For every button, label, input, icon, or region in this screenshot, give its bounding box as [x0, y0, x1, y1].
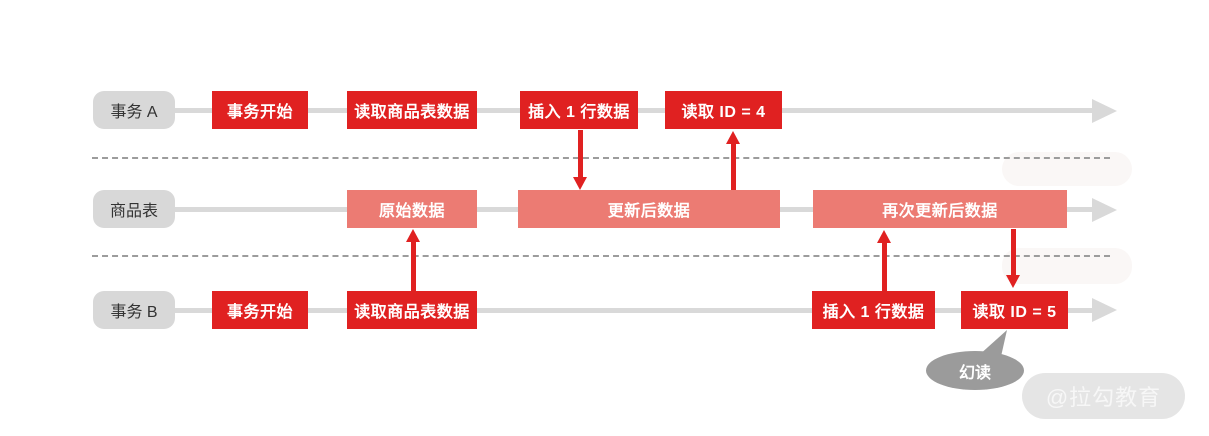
arrow-down-icon	[573, 177, 587, 190]
lane-b-arrowhead-icon	[1092, 298, 1117, 322]
box-txn-b-read-table: 读取商品表数据	[347, 291, 477, 329]
lane-label-transaction-a: 事务 A	[93, 91, 175, 129]
lane-label-transaction-b: 事务 B	[93, 291, 175, 329]
arrow-up-icon	[406, 229, 420, 242]
table-arrowhead-icon	[1092, 198, 1117, 222]
box-txn-b-begin: 事务开始	[212, 291, 308, 329]
phantom-read-callout: 幻读	[926, 351, 1024, 390]
separator-dashed-top	[92, 157, 1110, 159]
box-txn-a-read-table: 读取商品表数据	[347, 91, 477, 129]
arrow-a-insert-to-table	[578, 130, 583, 178]
box-table-updated-data: 更新后数据	[518, 190, 780, 228]
box-txn-b-read-id-5: 读取 ID = 5	[961, 291, 1068, 329]
arrow-up-icon	[726, 131, 740, 144]
box-txn-a-insert-row: 插入 1 行数据	[520, 91, 638, 129]
arrow-up-icon	[877, 230, 891, 243]
box-txn-b-insert-row: 插入 1 行数据	[812, 291, 935, 329]
box-txn-a-begin: 事务开始	[212, 91, 308, 129]
arrow-b-read-to-table	[411, 241, 416, 291]
arrow-b-insert-to-table	[882, 242, 887, 291]
lane-b-timeline	[175, 308, 1092, 313]
arrow-table-to-b-read	[1011, 229, 1016, 276]
arrow-down-icon	[1006, 275, 1020, 288]
ghost-watermark	[1002, 248, 1132, 284]
lane-label-product-table: 商品表	[93, 190, 175, 228]
separator-dashed-bottom	[92, 255, 1110, 257]
arrow-table-to-a-read	[731, 143, 736, 190]
lagou-watermark: @拉勾教育	[1022, 373, 1185, 419]
box-table-original-data: 原始数据	[347, 190, 477, 228]
lane-a-arrowhead-icon	[1092, 99, 1117, 123]
box-table-updated-again-data: 再次更新后数据	[813, 190, 1067, 228]
box-txn-a-read-id-4: 读取 ID = 4	[665, 91, 782, 129]
